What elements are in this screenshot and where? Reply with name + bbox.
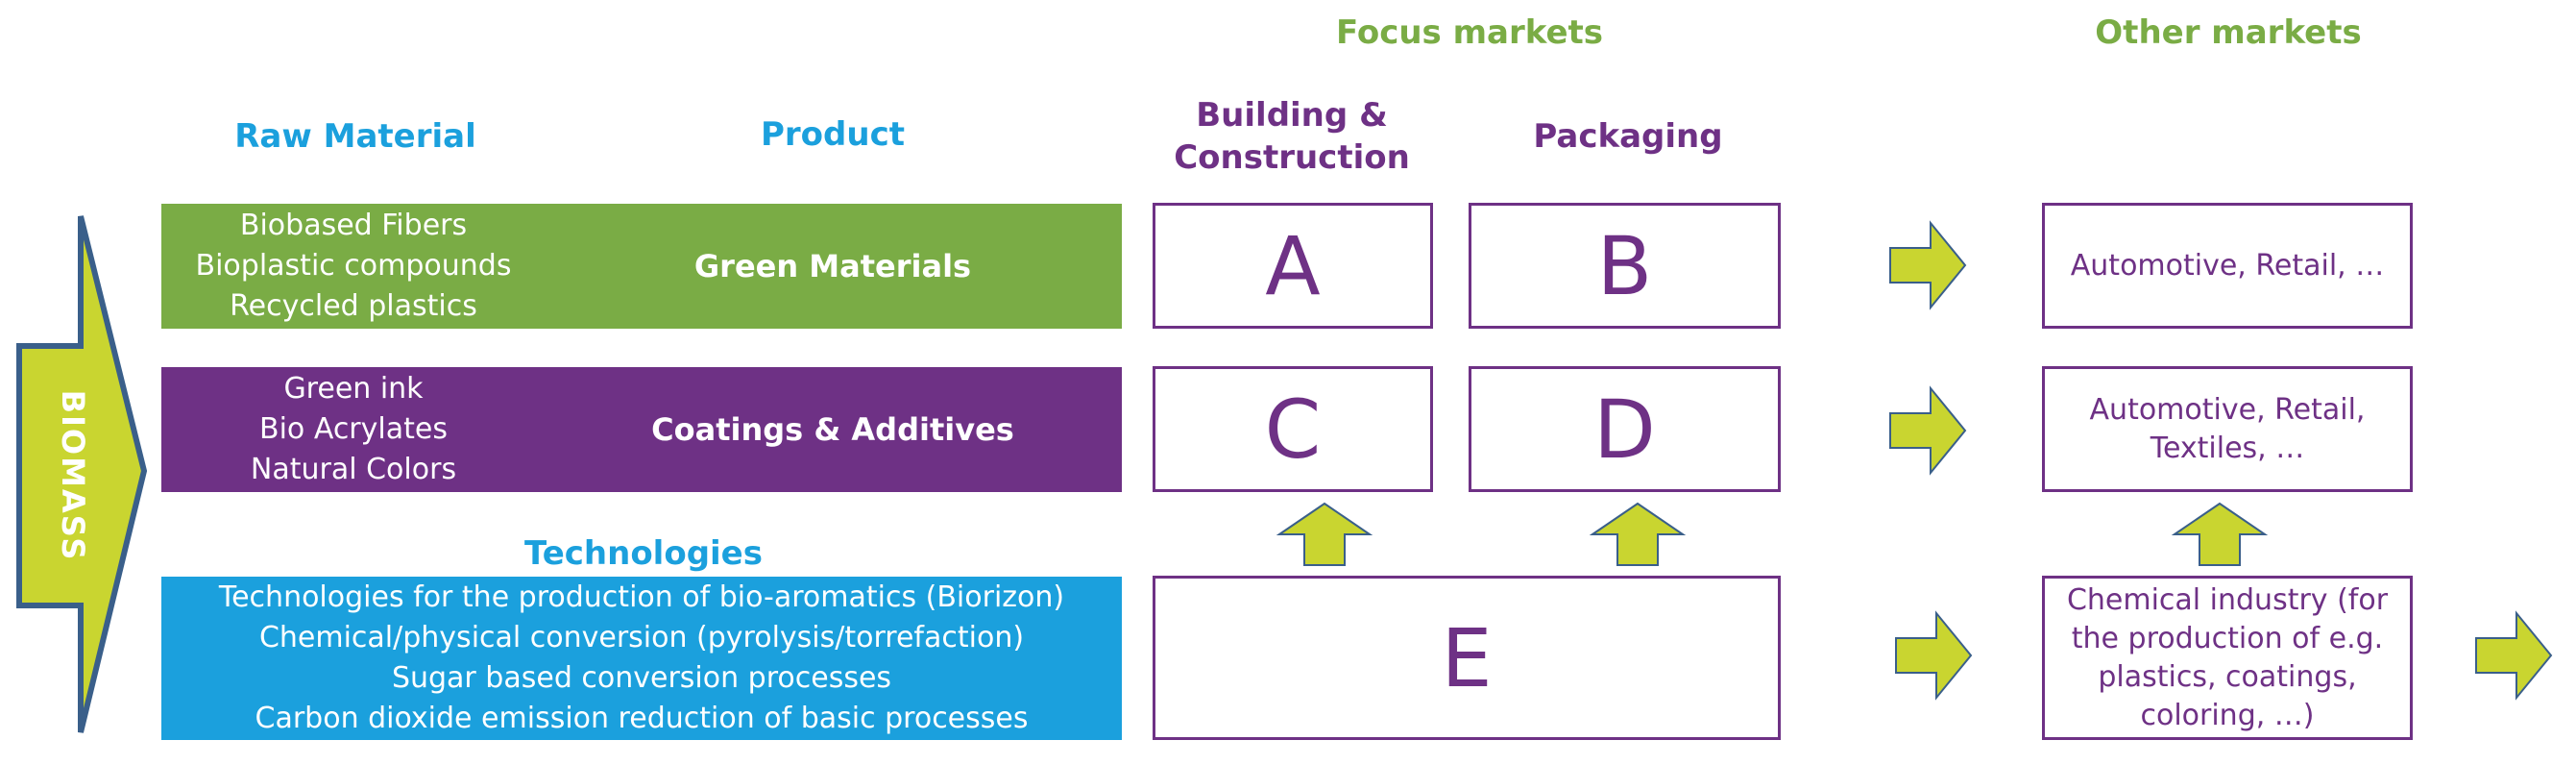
- coatings-additives-product: Coatings & Additives: [651, 411, 1014, 448]
- list-item: Natural Colors: [250, 453, 457, 486]
- technologies-band: [161, 577, 1122, 740]
- list-item: Sugar based conversion processes: [391, 661, 892, 695]
- right-arrow-row3: [1895, 610, 1973, 701]
- building-construction-line2: Construction: [1174, 138, 1410, 177]
- up-arrow-a-col: [1276, 502, 1373, 566]
- product-header: Product: [761, 115, 905, 154]
- other-market-text: coloring, …): [2140, 698, 2315, 732]
- green-materials-product: Green Materials: [693, 248, 972, 284]
- box-e: E: [1153, 576, 1781, 740]
- other-market-text: Automotive, Retail,: [2089, 392, 2366, 427]
- other-market-text: Chemical industry (for: [2066, 582, 2389, 617]
- up-arrow-b-col: [1589, 502, 1687, 566]
- other-market-box-3: Chemical industry (for the production of…: [2042, 576, 2413, 740]
- list-item: Bioplastic compounds: [195, 249, 512, 283]
- technologies-header: Technologies: [524, 534, 763, 573]
- technologies-list: Technologies for the production of bio-a…: [161, 577, 1122, 740]
- green-materials-band: [161, 204, 1122, 329]
- biomass-label: BIOMASS: [55, 389, 91, 562]
- building-construction-line1: Building &: [1196, 96, 1388, 135]
- other-market-text: plastics, coatings,: [2098, 659, 2357, 694]
- box-c: C: [1153, 366, 1433, 492]
- list-item: Technologies for the production of bio-a…: [218, 580, 1065, 614]
- right-arrow-row1: [1889, 220, 1967, 310]
- other-market-text: the production of e.g.: [2071, 621, 2384, 655]
- coatings-additives-raw-list: Green ink Bio Acrylates Natural Colors: [161, 367, 546, 492]
- coatings-additives-band: [161, 367, 1122, 492]
- up-arrow-other-col: [2171, 502, 2269, 566]
- list-item: Biobased Fibers: [239, 209, 468, 242]
- other-markets-header: Other markets: [2095, 13, 2362, 52]
- box-a: A: [1153, 203, 1433, 329]
- other-market-text: Automotive, Retail, …: [2070, 248, 2385, 283]
- list-item: Carbon dioxide emission reduction of bas…: [255, 702, 1029, 735]
- other-market-box-1: Automotive, Retail, …: [2042, 203, 2413, 329]
- box-d: D: [1469, 366, 1781, 492]
- list-item: Bio Acrylates: [259, 412, 448, 446]
- other-market-text: Textiles, …: [2150, 431, 2305, 465]
- list-item: Recycled plastics: [230, 289, 477, 323]
- list-item: Chemical/physical conversion (pyrolysis/…: [258, 621, 1025, 654]
- right-arrow-outgoing: [2475, 610, 2553, 701]
- list-item: Green ink: [283, 372, 424, 406]
- packaging-header: Packaging: [1533, 117, 1723, 156]
- other-market-box-2: Automotive, Retail, Textiles, …: [2042, 366, 2413, 492]
- box-b: B: [1469, 203, 1781, 329]
- biomass-arrow: [16, 215, 148, 733]
- raw-material-header: Raw Material: [234, 117, 476, 156]
- right-arrow-row2: [1889, 385, 1967, 476]
- focus-markets-header: Focus markets: [1335, 13, 1604, 52]
- building-construction-header: Building & Construction: [1148, 94, 1436, 179]
- green-materials-raw-list: Biobased Fibers Bioplastic compounds Rec…: [161, 204, 546, 329]
